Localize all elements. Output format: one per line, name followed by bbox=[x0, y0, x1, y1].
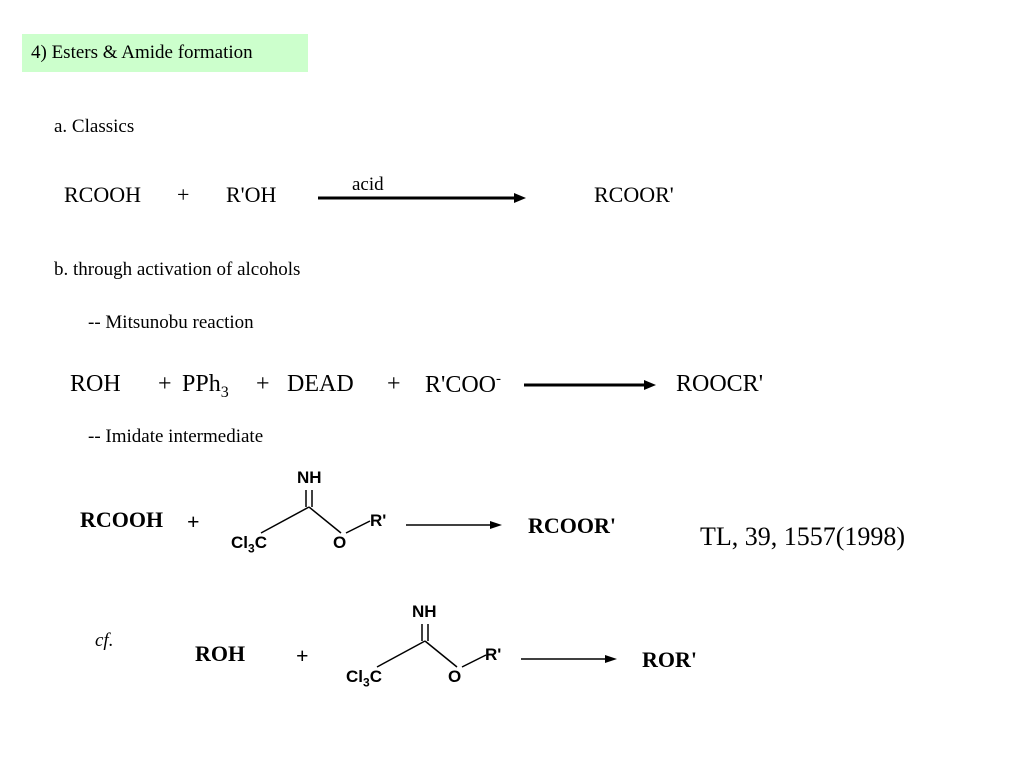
page-title: 4) Esters & Amide formation bbox=[22, 34, 308, 72]
mitsunobu-carboxylate: R'COO- bbox=[425, 371, 502, 398]
mitsunobu-plus-2: + bbox=[256, 371, 270, 397]
mitsunobu-reactant-alcohol: ROH bbox=[70, 371, 121, 397]
mitsunobu-heading: -- Mitsunobu reaction bbox=[88, 312, 254, 333]
classic-product-ester: RCOOR' bbox=[594, 182, 674, 207]
imidate-r-prime-label: R' bbox=[370, 511, 387, 530]
mitsunobu-triphenylphosphine: PPh3 bbox=[182, 371, 229, 401]
classic-reaction-arrow bbox=[318, 193, 526, 203]
cf-reaction-arrow bbox=[521, 655, 617, 663]
mitsunobu-plus-1: + bbox=[158, 371, 172, 397]
cf-r-prime-label: R' bbox=[485, 645, 502, 664]
mitsunobu-plus-3: + bbox=[387, 371, 401, 397]
classic-condition-acid: acid bbox=[352, 174, 384, 195]
cf-trichloroacetimidate-bonds bbox=[376, 624, 487, 668]
mitsunobu-reaction-arrow bbox=[524, 380, 656, 390]
section-b-heading: b. through activation of alcohols bbox=[54, 259, 301, 280]
mitsunobu-product: ROOCR' bbox=[676, 371, 764, 397]
classic-reactant-acid: RCOOH bbox=[64, 182, 142, 207]
cf-plus: + bbox=[296, 643, 309, 668]
imidate-reactant-acid: RCOOH bbox=[80, 507, 164, 532]
classic-plus: + bbox=[177, 182, 190, 207]
cf-oxygen-label: O bbox=[448, 667, 462, 686]
imidate-heading: -- Imidate intermediate bbox=[88, 426, 264, 447]
imidate-oxygen-label: O bbox=[333, 533, 347, 552]
classic-reactant-alcohol: R'OH bbox=[226, 182, 277, 207]
cf-trichloromethyl-label: Cl3C bbox=[346, 667, 382, 690]
cf-label: cf. bbox=[95, 630, 114, 651]
literature-reference: TL, 39, 1557(1998) bbox=[700, 522, 906, 551]
imidate-product-ester: RCOOR' bbox=[528, 513, 616, 538]
cf-nh-label: NH bbox=[412, 602, 437, 621]
trichloroacetimidate-bonds bbox=[260, 490, 371, 534]
cf-reactant-alcohol: ROH bbox=[195, 641, 246, 666]
imidate-nh-label: NH bbox=[297, 468, 322, 487]
section-a-heading: a. Classics bbox=[54, 116, 135, 137]
mitsunobu-dead: DEAD bbox=[287, 371, 354, 397]
imidate-plus: + bbox=[187, 509, 200, 534]
cf-product-ether: ROR' bbox=[642, 647, 697, 672]
imidate-trichloromethyl-label: Cl3C bbox=[231, 533, 267, 556]
imidate-reaction-arrow bbox=[406, 521, 502, 529]
